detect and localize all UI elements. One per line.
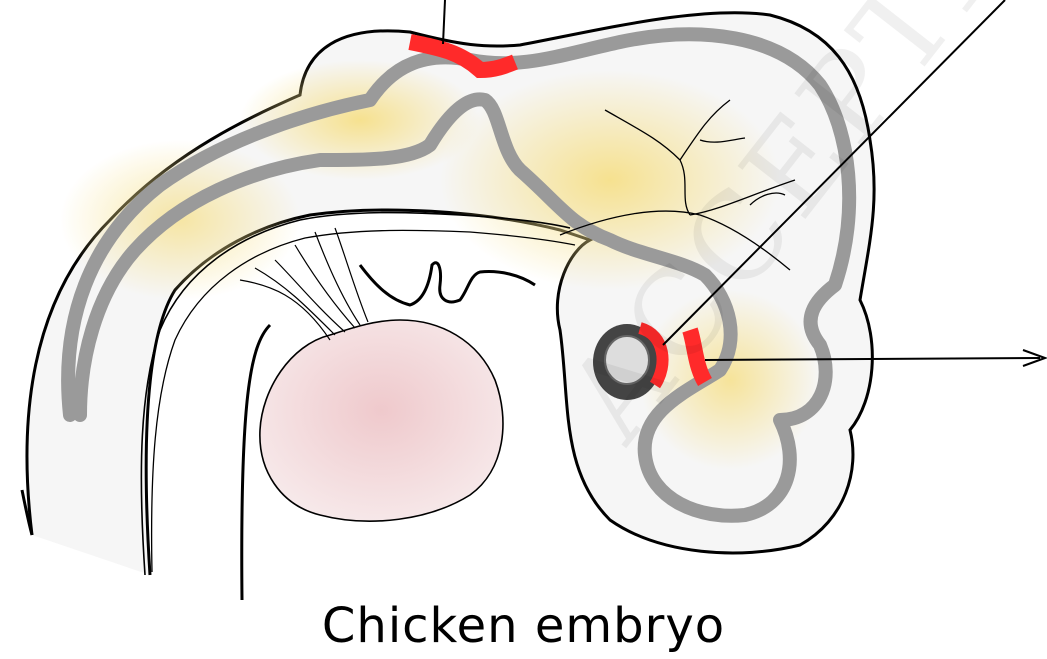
- heart: [260, 320, 503, 521]
- aortic-arch-5: [315, 232, 360, 325]
- aortic-arch-6: [335, 228, 368, 322]
- stomodeum-outline: [360, 263, 535, 305]
- leader-line-top: [443, 0, 445, 44]
- diagram-caption: Chicken embryo: [0, 596, 1047, 656]
- aortic-arch-3: [275, 260, 345, 332]
